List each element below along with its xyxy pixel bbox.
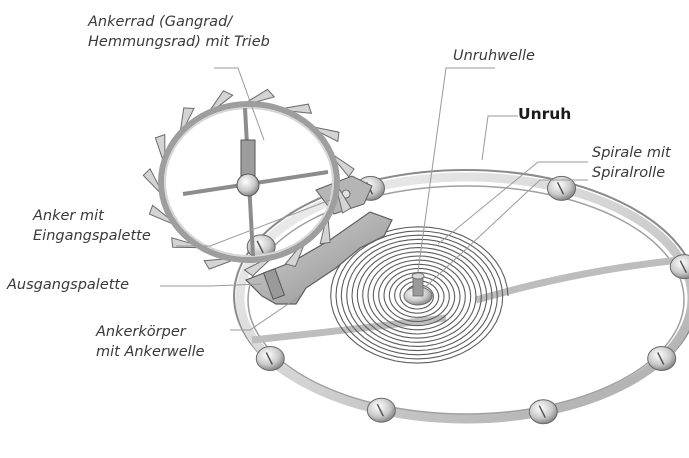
- label-spirale-line-2: Spiralrolle: [592, 163, 671, 183]
- balance-screw: [256, 347, 284, 371]
- label-spirale-line-1: Spirale mit: [592, 143, 671, 163]
- balance-screw: [529, 400, 557, 424]
- label-ankerrad-line-2: Hemmungsrad) mit Trieb: [88, 32, 270, 52]
- label-unruh: Unruh: [518, 104, 571, 124]
- label-anker-line-1: Anker mit: [33, 206, 151, 226]
- label-ausgangspalette: Ausgangspalette: [7, 275, 129, 295]
- label-ankerrad: Ankerrad (Gangrad/ Hemmungsrad) mit Trie…: [88, 12, 270, 52]
- balance-screw: [367, 398, 395, 422]
- leader-unruh: [482, 116, 518, 160]
- label-ankerkoerper-line-1: Ankerkörper: [96, 322, 205, 342]
- label-anker-line-2: Eingangspalette: [33, 226, 151, 246]
- label-ankerkoerper: Ankerkörper mit Ankerwelle: [96, 322, 205, 362]
- leader-ausgangspalette: [160, 284, 262, 286]
- balance-wheel: [234, 170, 689, 422]
- label-spirale: Spirale mit Spiralrolle: [592, 143, 671, 183]
- label-unruhwelle: Unruhwelle: [453, 46, 535, 66]
- label-ankerkoerper-line-2: mit Ankerwelle: [96, 342, 205, 362]
- balance-screw: [648, 347, 676, 371]
- label-anker: Anker mit Eingangspalette: [33, 206, 151, 246]
- label-ankerrad-line-1: Ankerrad (Gangrad/: [88, 12, 270, 32]
